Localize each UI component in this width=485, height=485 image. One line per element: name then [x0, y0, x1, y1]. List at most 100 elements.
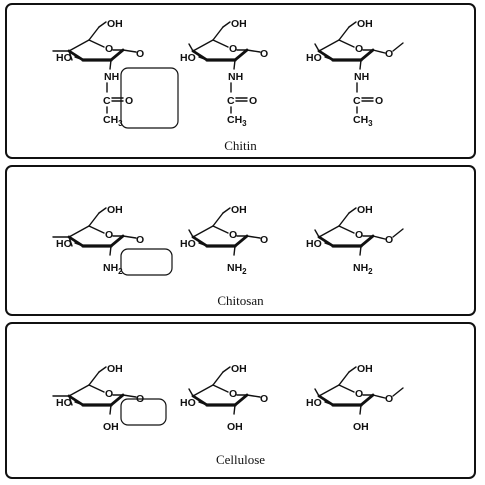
ch2oh-label: OH [357, 204, 373, 216]
ring-oxygen: O [105, 388, 113, 400]
cellulose-title: Cellulose [215, 452, 266, 467]
ch2-bond [98, 207, 107, 214]
substituent-bond [233, 59, 236, 70]
amine-label: NH2 [353, 262, 373, 276]
oh-bond [324, 401, 334, 406]
ring-oxygen: O [355, 229, 363, 241]
oh-bond [198, 242, 208, 247]
nh-label: NH [104, 71, 119, 83]
oh-bond [324, 56, 334, 61]
ring-bond [212, 39, 229, 48]
substituent-bond [359, 404, 362, 415]
ring-bond-bold [233, 393, 249, 407]
oh-bond [74, 56, 84, 61]
ch2-bond [98, 366, 107, 373]
ch2-bond [348, 207, 357, 214]
ch2-bond [348, 21, 357, 28]
ch2-bond [212, 371, 224, 386]
ch2-bond [338, 212, 350, 227]
substituent-bond [109, 404, 112, 415]
methyl-label: CH3 [227, 114, 247, 128]
ring-hydroxyl-label: HO [56, 397, 72, 409]
glycosidic-bond [122, 394, 137, 398]
ch2-bond [88, 26, 100, 41]
glycosidic-oxygen: O [260, 393, 268, 405]
ring-bond-bold [109, 48, 125, 62]
ring-bond [338, 39, 355, 48]
glycosidic-oxygen: O [136, 234, 144, 246]
ring-bond [192, 384, 214, 397]
ch2oh-label: OH [357, 18, 373, 30]
ring-bond [338, 225, 355, 234]
ring-oxygen: O [355, 43, 363, 55]
carbonyl-oxygen-label: O [375, 95, 383, 107]
glycosidic-bond [188, 388, 194, 397]
ring-oxygen: O [229, 229, 237, 241]
chain-end-bond [392, 42, 404, 52]
ch2-bond [212, 212, 224, 227]
ring-bond-bold [233, 234, 249, 248]
glycosidic-bond [372, 235, 386, 240]
ring-bond [68, 384, 90, 397]
carbonyl-oxygen-label: O [249, 95, 257, 107]
ring-bond [192, 225, 214, 238]
chain-end-bond [392, 387, 404, 397]
highlight-box [120, 67, 179, 129]
ch2-bond [222, 21, 231, 28]
ring-bond [88, 384, 105, 393]
ring-bond [318, 225, 340, 238]
methyl-label: CH3 [353, 114, 373, 128]
ring-bond-bold [109, 393, 125, 407]
methyl-label: CH3 [103, 114, 123, 128]
oh-bond [198, 56, 208, 61]
ring-bond-bold [359, 393, 375, 407]
ch2-bond [88, 371, 100, 386]
hydroxyl-label: OH [103, 421, 119, 433]
ch2-bond [212, 26, 224, 41]
ch2oh-label: OH [231, 204, 247, 216]
substituent-bond [109, 245, 112, 256]
glycosidic-bond [314, 43, 320, 52]
ring-hydroxyl-label: HO [56, 238, 72, 250]
substituent-bond [233, 404, 236, 415]
ch2-bond [338, 26, 350, 41]
ring-bond [88, 225, 105, 234]
ch2oh-label: OH [107, 18, 123, 30]
ch2-bond [98, 21, 107, 28]
glycosidic-bond [246, 394, 261, 398]
ring-bond [192, 39, 214, 52]
ring-bond [68, 225, 90, 238]
c4-bond [68, 50, 73, 61]
ring-bond [318, 384, 340, 397]
nh-label: NH [354, 71, 369, 83]
ring-hydroxyl-label: HO [306, 52, 322, 64]
oh-bond [74, 401, 84, 406]
ch2oh-label: OH [357, 363, 373, 375]
glycosidic-bond [122, 235, 137, 239]
ring-bond-bold [109, 234, 125, 248]
highlight-box [120, 398, 167, 426]
carbonyl-carbon-label: C [353, 95, 361, 107]
ring-hydroxyl-label: HO [180, 397, 196, 409]
substituent-bond [359, 59, 362, 70]
ring-oxygen: O [105, 43, 113, 55]
ring-hydroxyl-label: HO [306, 238, 322, 250]
ring-bond [338, 384, 355, 393]
amine-label: NH2 [227, 262, 247, 276]
ch2-bond [88, 212, 100, 227]
ring-hydroxyl-label: HO [180, 238, 196, 250]
oh-bond [324, 242, 334, 247]
ring-oxygen: O [355, 388, 363, 400]
c4-bond [68, 236, 73, 247]
ch2-bond [348, 366, 357, 373]
carbonyl-oxygen-label: O [125, 95, 133, 107]
